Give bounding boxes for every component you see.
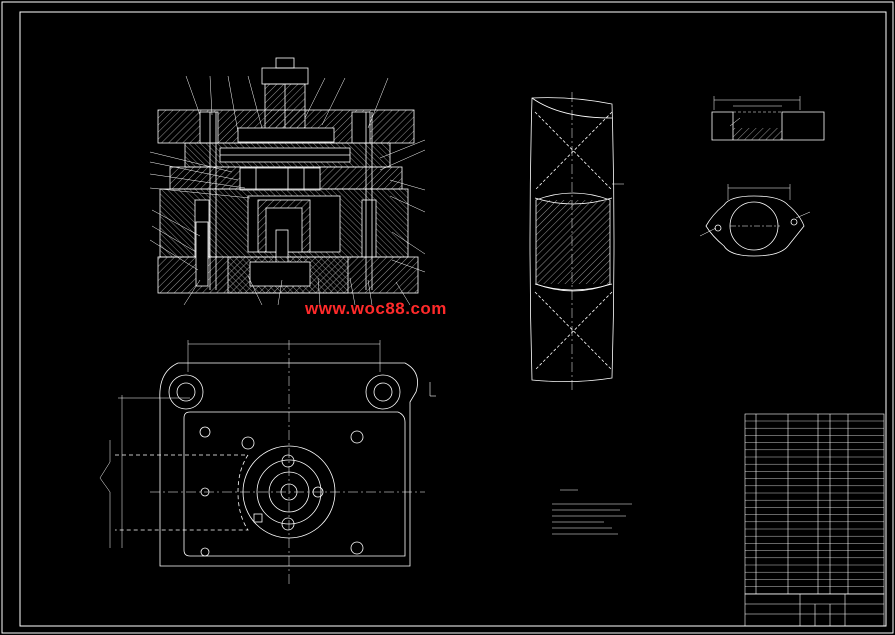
die-plan-view [99, 340, 436, 585]
inner-frame [19, 11, 887, 627]
die-assembly-section [149, 57, 426, 306]
technical-notes [552, 489, 632, 535]
parts-list [744, 413, 885, 595]
part-plan [699, 184, 811, 257]
title-block [744, 593, 885, 627]
part-section [711, 96, 825, 141]
watermark-text: www.woc88.com [305, 299, 447, 318]
strip-layout [529, 92, 624, 390]
